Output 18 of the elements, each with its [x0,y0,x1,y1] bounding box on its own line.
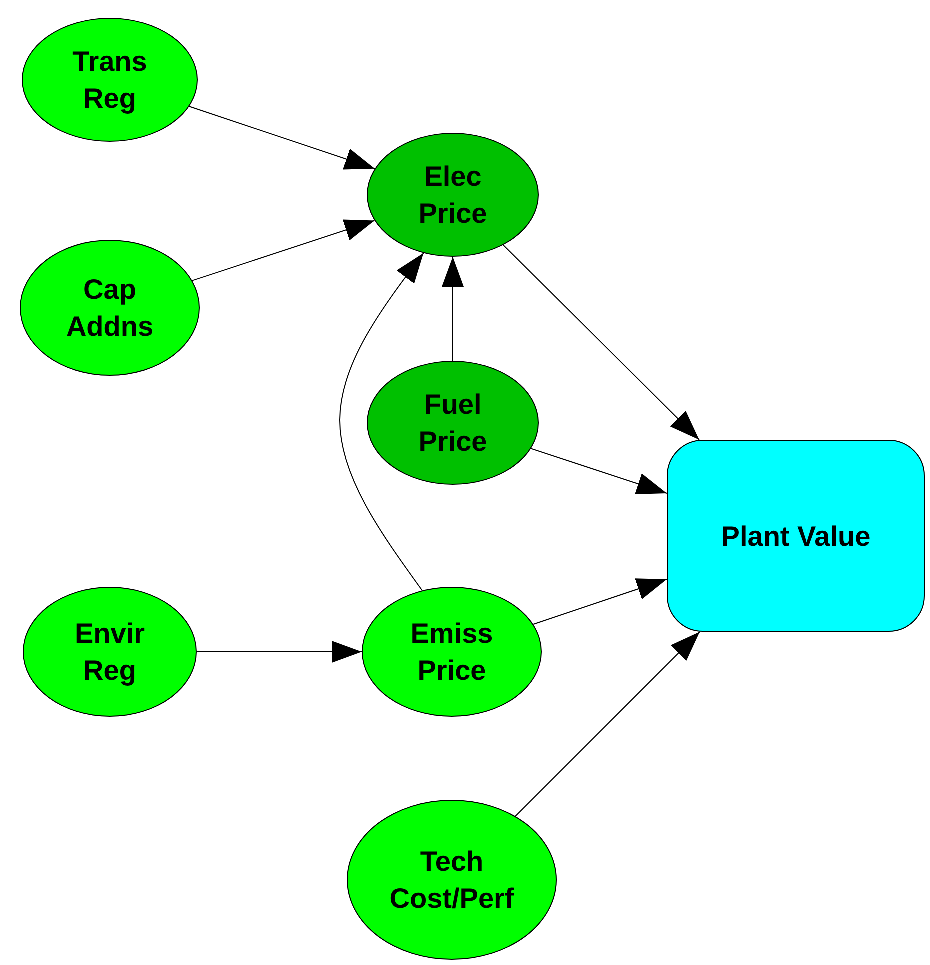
arrow [192,220,376,282]
node-label: Tech Cost/Perf [390,845,514,916]
node-label: Emiss Price [410,617,494,688]
arrow [515,632,700,817]
arrow [530,448,668,495]
arrow [533,578,668,625]
node-label: Cap Addns [66,273,154,344]
node-label: Trans Reg [72,45,148,116]
arrow [340,252,424,592]
node-label: Fuel Price [418,388,488,459]
node-label: Plant Value [721,520,871,554]
arrow [188,106,376,170]
node-label: Elec Price [418,160,488,231]
arrow [502,244,700,440]
rounded-box [667,440,925,632]
node-label: Envir Reg [74,617,146,688]
arrow [442,256,464,362]
arrow [196,641,362,663]
